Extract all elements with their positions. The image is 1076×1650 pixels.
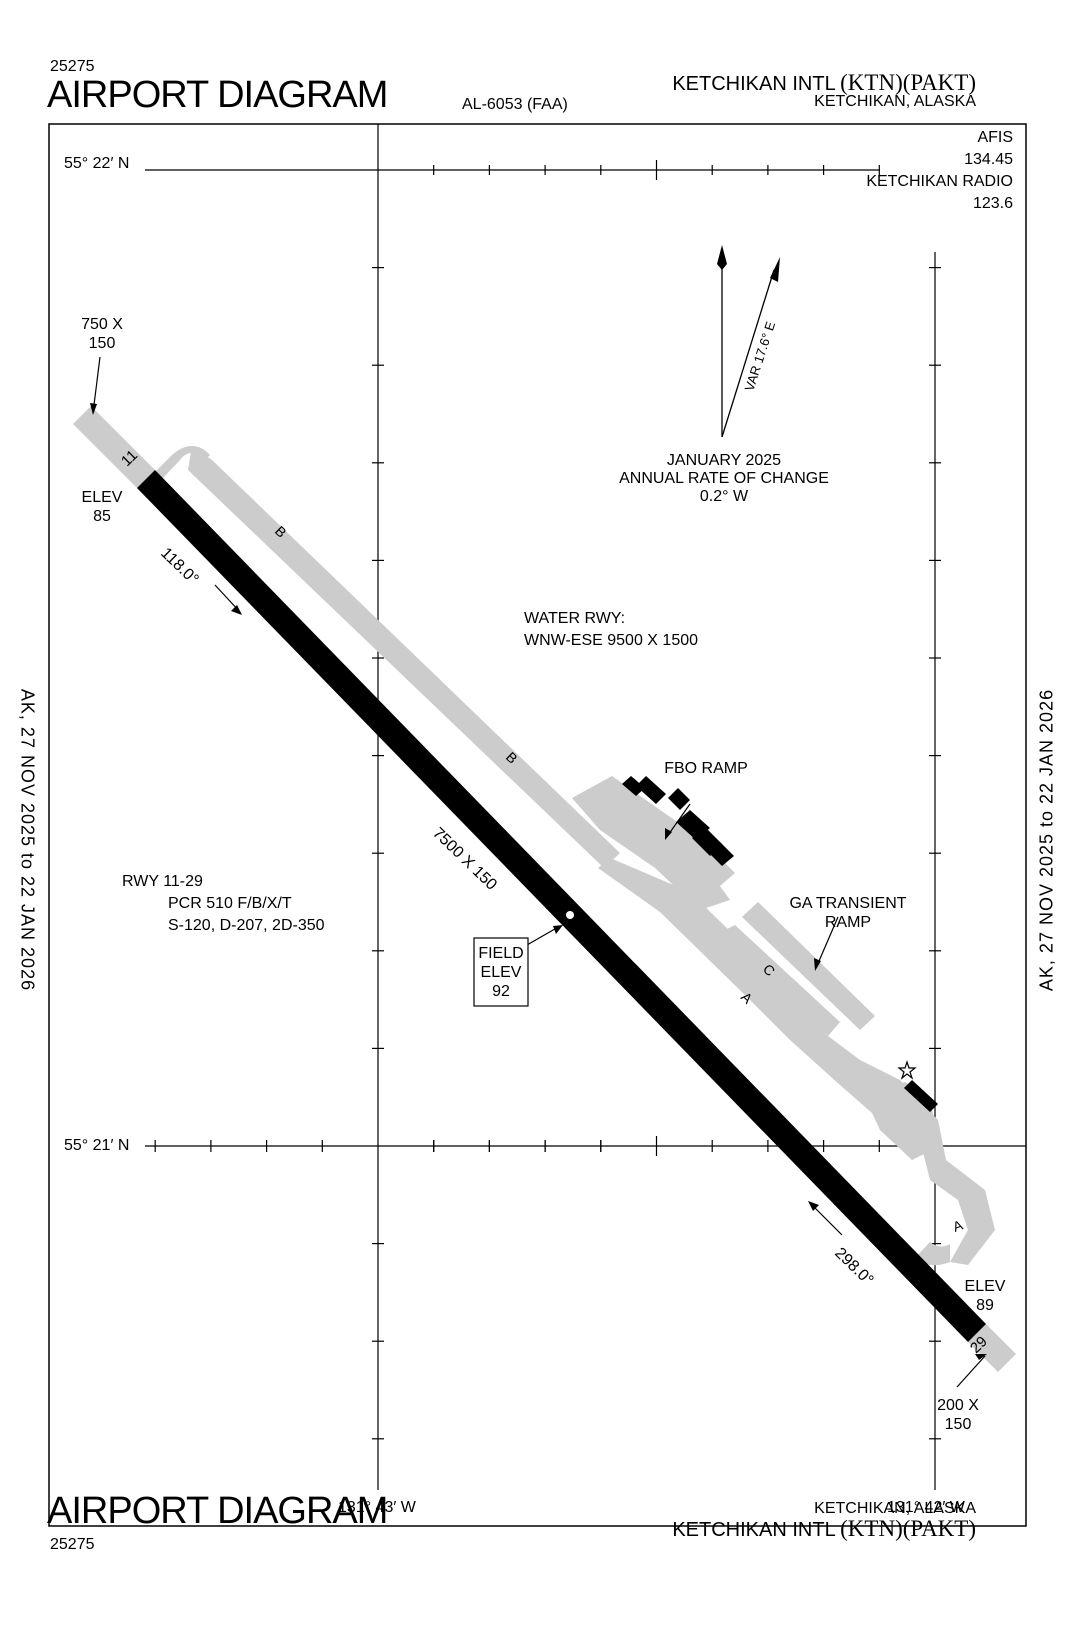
overrun-29-leader xyxy=(956,1355,986,1388)
runway-11-29 xyxy=(137,470,986,1342)
heading-29: 298.0° xyxy=(831,1245,876,1289)
building-fbo-6 xyxy=(708,842,734,866)
water-rwy-line2: WNW-ESE 9500 X 1500 xyxy=(524,632,698,649)
overrun-rwy-29 xyxy=(968,1324,1016,1372)
lat-label-22: 55° 22′ N xyxy=(64,155,129,172)
footer-airport-ids: (KTN)(PAKT) xyxy=(840,1516,976,1541)
footer-volume-number: 25275 xyxy=(50,1536,95,1553)
radio-label: KETCHIKAN RADIO xyxy=(866,173,1013,190)
overrun-29-dim-b: 150 xyxy=(945,1416,972,1433)
magnetic-north-line xyxy=(721,269,775,438)
page-title: AIRPORT DIAGRAM xyxy=(47,74,388,116)
footer-airport-block: KETCHIKAN INTL (KTN)(PAKT) xyxy=(672,1516,976,1542)
lon-label-43: 131° 43′ W xyxy=(338,1499,417,1516)
afis-frequency: 134.45 xyxy=(964,151,1013,168)
taxiway-c xyxy=(715,925,840,1036)
taxiway-b xyxy=(188,446,620,868)
taxiway-a-loop xyxy=(915,1242,950,1266)
afis-label: AFIS xyxy=(977,129,1013,146)
taxiway-a-label-lower: A xyxy=(951,1216,966,1234)
rwy-info-strength: S-120, D-207, 2D-350 xyxy=(168,917,325,934)
beacon-icon xyxy=(897,1060,917,1080)
rwy-info-pcr: PCR 510 F/B/X/T xyxy=(168,895,292,912)
city-state: KETCHIKAN, ALASKA xyxy=(814,93,976,110)
overrun-11-dim-b: 150 xyxy=(89,335,116,352)
overrun-11-dim-a: 750 X xyxy=(81,316,123,333)
true-north-arrow-icon xyxy=(717,245,727,270)
rwy-info-title: RWY 11-29 xyxy=(122,873,203,890)
elev-29-label: ELEV xyxy=(965,1278,1006,1295)
ga-ramp-leader xyxy=(815,916,839,969)
overrun-29-dim-a: 200 X xyxy=(937,1397,979,1414)
airport-ids: (KTN)(PAKT) xyxy=(840,70,976,95)
building-fbo-1 xyxy=(622,776,645,796)
footer-city-state: KETCHIKAN, ALASKA xyxy=(814,1500,976,1517)
elev-11-value: 85 xyxy=(93,508,111,525)
buildings xyxy=(622,776,938,1112)
building-east-hangar xyxy=(904,1080,938,1112)
field-elev-box xyxy=(473,937,529,1007)
heading-11-arrowhead-icon xyxy=(231,605,242,615)
heading-29-arrowhead-icon xyxy=(808,1201,819,1211)
east-apron xyxy=(865,1082,940,1160)
building-fbo-3 xyxy=(668,788,690,810)
ga-transient-ramp xyxy=(742,902,875,1030)
building-fbo-2 xyxy=(636,776,666,804)
epoch-label: JANUARY 2025 xyxy=(667,452,781,469)
elev-29-value: 89 xyxy=(976,1297,994,1314)
ga-ramp-label-2: RAMP xyxy=(825,914,871,931)
arrowheads xyxy=(90,403,987,1360)
procedure-id: AL-6053 (FAA) xyxy=(462,96,568,113)
field-elev-value: 92 xyxy=(492,983,510,1000)
diagram-frame xyxy=(48,123,1027,1527)
overrun-rwy-11 xyxy=(73,406,155,488)
lon-label-42: 131° 42′ W xyxy=(887,1499,966,1516)
rate-label: ANNUAL RATE OF CHANGE xyxy=(619,470,829,487)
footer-title: AIRPORT DIAGRAM xyxy=(47,1490,388,1532)
taxiway-network xyxy=(73,406,1016,1372)
magnetic-north-arrow-icon xyxy=(770,257,780,282)
taxiway-b-connector xyxy=(155,446,210,478)
airport-title-block: KETCHIKAN INTL (KTN)(PAKT) xyxy=(672,70,976,96)
footer-airport-name: KETCHIKAN INTL xyxy=(672,1519,836,1541)
ga-ramp-arrowhead-icon xyxy=(814,958,821,971)
radio-frequency: 123.6 xyxy=(973,195,1013,212)
map-labels: 55° 22′ N 55° 21′ N 131° 43′ W 131° 42′ … xyxy=(64,129,1013,1516)
overrun-11-arrowhead-icon xyxy=(90,403,97,415)
lat-label-21: 55° 21′ N xyxy=(64,1137,129,1154)
rate-value: 0.2° W xyxy=(700,488,749,505)
heading-11: 118.0° xyxy=(157,545,201,589)
grid-ticks xyxy=(154,160,941,1440)
elev-11-label: ELEV xyxy=(82,489,123,506)
ga-ramp-label-1: GA TRANSIENT xyxy=(789,895,906,912)
fbo-apron xyxy=(572,776,735,910)
water-rwy-line1: WATER RWY: xyxy=(524,610,625,627)
field-elev-line1: FIELD xyxy=(478,945,523,962)
fbo-ramp-label: FBO RAMP xyxy=(664,760,748,777)
airport-name: KETCHIKAN INTL xyxy=(672,73,836,95)
volume-number: 25275 xyxy=(50,58,95,75)
field-elev-arrowhead-icon xyxy=(553,925,563,934)
field-elev-point xyxy=(566,911,574,919)
field-elev-line2: ELEV xyxy=(481,964,522,981)
fbo-ramp-arrowhead-icon xyxy=(665,828,672,840)
overrun-29-arrowhead-icon xyxy=(975,1354,987,1360)
